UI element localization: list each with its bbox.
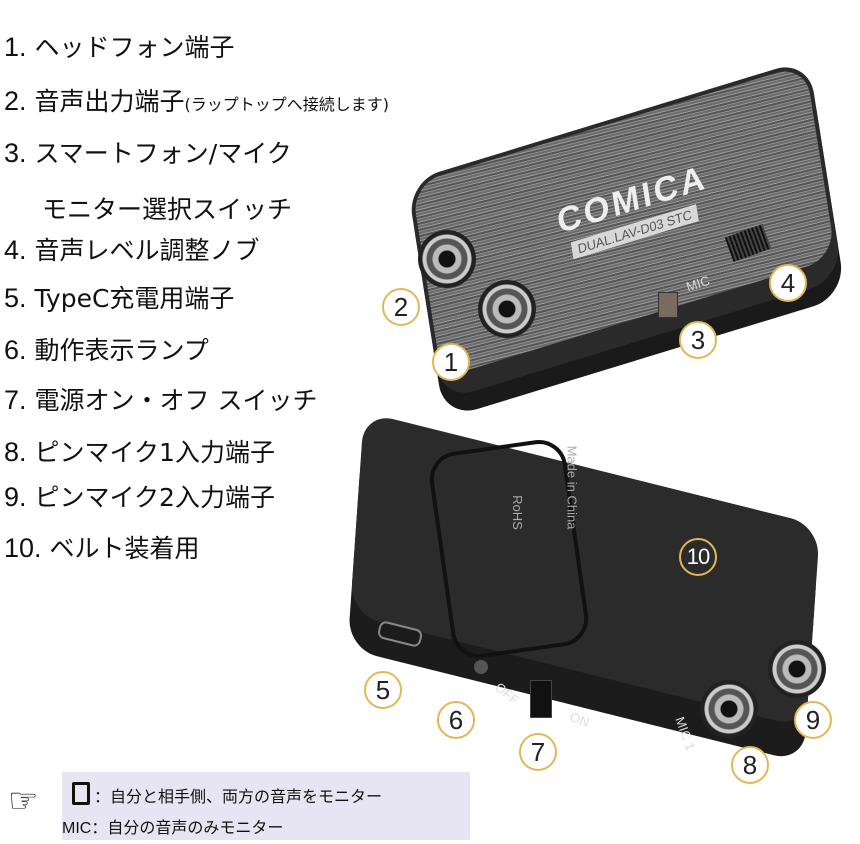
status-lamp xyxy=(474,660,488,674)
callout-6: 6 xyxy=(437,701,475,739)
monitor-switch xyxy=(658,292,678,318)
callout-3: 3 xyxy=(679,321,717,359)
off-label: OFF xyxy=(492,679,522,708)
mic1-jack xyxy=(700,680,758,738)
callout-1: 1 xyxy=(432,343,470,381)
on-label: ON xyxy=(568,709,592,730)
item-9: 9.ピンマイク2入力端子 xyxy=(4,482,275,512)
headphone-jack xyxy=(478,280,536,338)
pointing-hand-icon: ☞ xyxy=(8,781,39,821)
item-6: 6.動作表示ランプ xyxy=(4,335,209,365)
callout-9: 9 xyxy=(794,701,832,739)
monitor-legend: ：自分と相手側、両方の音声をモニター MIC：自分の音声のみモニター xyxy=(62,772,470,840)
callout-4: 4 xyxy=(769,264,807,302)
callout-10: 10 xyxy=(679,538,717,576)
mic1-label: MIC 1 xyxy=(672,714,699,753)
item-2: 2.音声出力端子(ラップトップへ接続します) xyxy=(4,86,390,116)
phone-icon xyxy=(72,782,90,805)
made-in-label: Made in China xyxy=(564,445,580,530)
legend-row-mic: MIC：自分の音声のみモニター xyxy=(62,818,284,837)
callout-2: 2 xyxy=(382,288,420,326)
item-3: 3.スマートフォン/マイク xyxy=(4,138,292,168)
item-10: 10.ベルト装着用 xyxy=(4,533,200,563)
item-4: 4.音声レベル調整ノブ xyxy=(4,235,260,265)
mic2-jack xyxy=(768,640,826,698)
item-1: 1.ヘッドフォン端子 xyxy=(4,32,235,62)
item-7: 7.電源オン・オフ スイッチ xyxy=(4,385,318,415)
item-8: 8.ピンマイク1入力端子 xyxy=(4,437,275,467)
item-3-line2: モニター選択スイッチ xyxy=(42,195,293,224)
callout-8: 8 xyxy=(731,746,769,784)
power-switch xyxy=(530,680,552,718)
output-jack xyxy=(418,230,476,288)
legend-row-phone: ：自分と相手側、両方の音声をモニター xyxy=(72,782,382,807)
callout-7: 7 xyxy=(519,733,557,771)
rohs-label: RoHS xyxy=(509,495,525,530)
callout-5: 5 xyxy=(364,671,402,709)
item-5: 5.TypeC充電用端子 xyxy=(4,283,235,313)
